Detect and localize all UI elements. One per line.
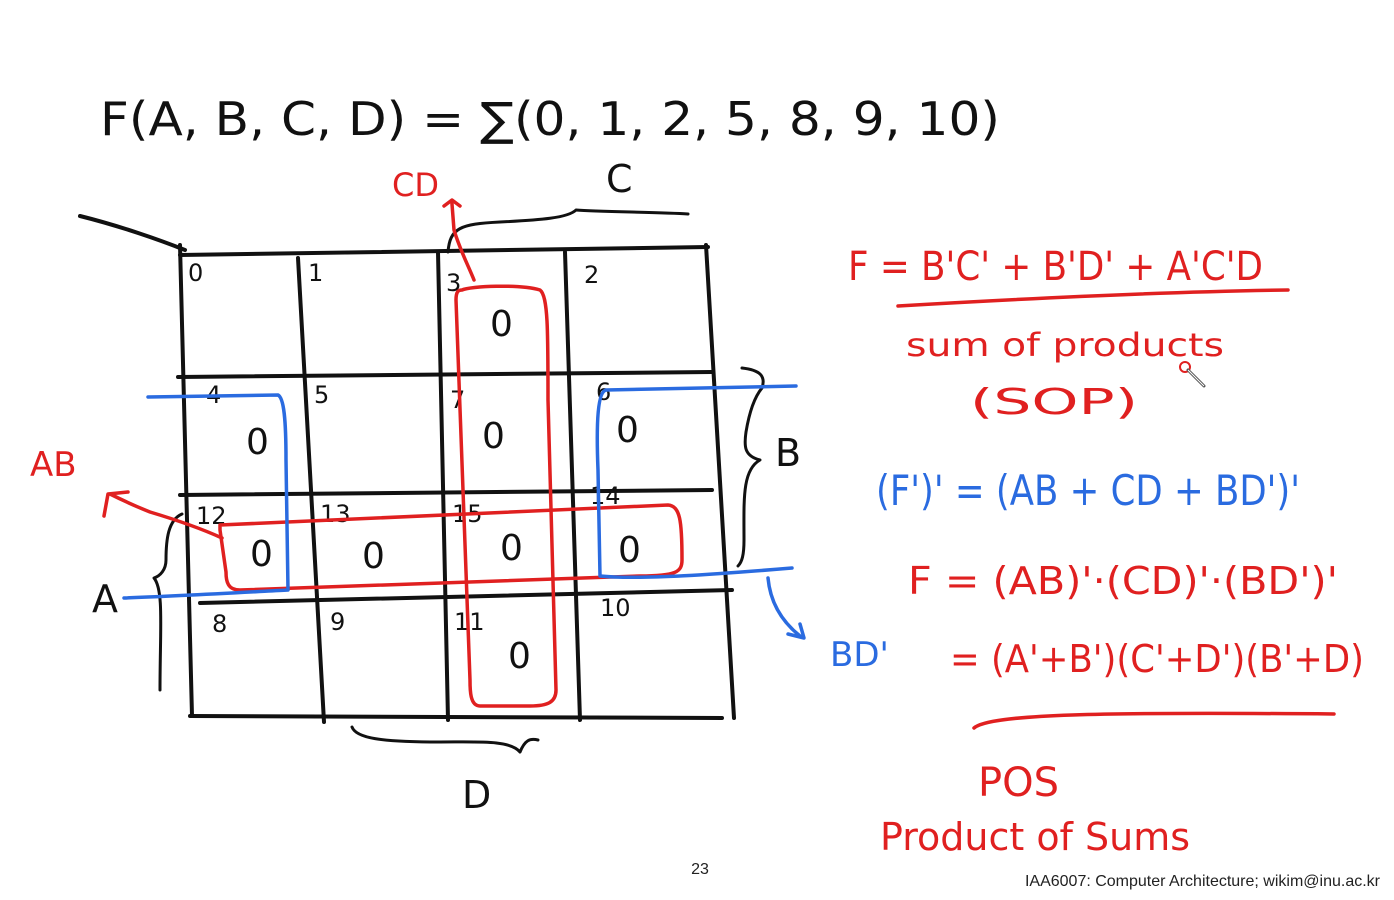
pos-equation-1: F = (AB)'·(CD)'·(BD')' bbox=[908, 559, 1338, 603]
sop-underline bbox=[896, 288, 1290, 308]
arrow-bd bbox=[766, 576, 806, 640]
label-a: A bbox=[92, 577, 118, 621]
cell-value: 0 bbox=[616, 410, 639, 451]
brace-d bbox=[350, 725, 540, 754]
group-bd-left bbox=[122, 393, 290, 600]
complement-equation: (F')' = (AB + CD + BD')' bbox=[876, 466, 1300, 515]
arrow-cd bbox=[442, 198, 476, 282]
pos-underline bbox=[972, 711, 1336, 730]
label-b: B bbox=[775, 431, 801, 475]
cell-value: 0 bbox=[250, 534, 273, 575]
group-bd-right bbox=[595, 384, 798, 580]
cell-index: 0 bbox=[188, 259, 203, 287]
cell-value: 0 bbox=[246, 422, 269, 463]
cell-value: 0 bbox=[482, 416, 505, 457]
function-definition: F(A, B, C, D) = ∑(0, 1, 2, 5, 8, 9, 10) bbox=[100, 92, 1000, 146]
group-ab-row bbox=[218, 503, 684, 592]
cell-index: 2 bbox=[584, 261, 599, 289]
cell-index: 13 bbox=[320, 500, 351, 528]
kmap-grid bbox=[78, 214, 736, 724]
label-ab: AB bbox=[30, 445, 77, 485]
cell-index: 1 bbox=[308, 259, 323, 287]
brace-b bbox=[736, 366, 765, 568]
cell-index: 5 bbox=[314, 381, 329, 409]
sop-equation: F = B'C' + B'D' + A'C'D bbox=[848, 244, 1263, 290]
blue-groupings bbox=[122, 384, 806, 640]
cell-indexes: 0 1 3 2 4 5 7 6 12 13 15 14 8 9 11 10 bbox=[188, 259, 631, 638]
brace-a bbox=[152, 512, 184, 692]
pos-equation-2: = (A'+B')(C'+D')(B'+D) bbox=[950, 637, 1364, 681]
label-c: C bbox=[606, 157, 633, 201]
cell-value: 0 bbox=[618, 530, 641, 571]
cell-value: 0 bbox=[508, 636, 531, 677]
label-d: D bbox=[462, 773, 491, 817]
sop-note-1: sum of products bbox=[906, 326, 1224, 364]
cell-index: 9 bbox=[330, 608, 345, 636]
pen-cursor-icon bbox=[1179, 361, 1206, 388]
cell-index: 14 bbox=[590, 482, 621, 510]
label-bd: BD' bbox=[830, 635, 889, 675]
cell-values: 0 0 0 0 0 0 0 0 0 bbox=[246, 304, 641, 677]
brace-c bbox=[446, 208, 690, 254]
label-cd: CD bbox=[392, 166, 439, 204]
pos-note-1: POS bbox=[978, 760, 1059, 806]
pos-note-2: Product of Sums bbox=[880, 815, 1190, 859]
cell-value: 0 bbox=[490, 304, 513, 345]
arrow-ab bbox=[102, 490, 224, 540]
group-cd-column bbox=[454, 284, 558, 708]
cell-index: 8 bbox=[212, 610, 227, 638]
cell-index: 10 bbox=[600, 594, 631, 622]
page-number: 23 bbox=[691, 861, 709, 878]
cell-value: 0 bbox=[362, 536, 385, 577]
cell-value: 0 bbox=[500, 528, 523, 569]
red-groupings bbox=[102, 198, 684, 708]
footer-course-info: IAA6007: Computer Architecture; wikim@in… bbox=[1024, 873, 1380, 890]
sop-note-2: (SOP) bbox=[970, 382, 1138, 423]
